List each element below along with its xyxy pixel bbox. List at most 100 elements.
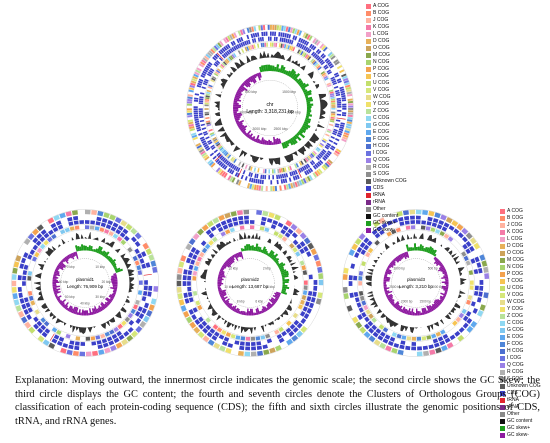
cds-segment-forward xyxy=(113,337,120,344)
cds-segment-reverse xyxy=(334,89,340,93)
cds-segment-forward xyxy=(312,46,317,51)
cog-segment-inner xyxy=(241,163,245,168)
cds-segment-forward xyxy=(448,225,455,231)
gc-skew-negative xyxy=(239,125,245,130)
scale-label: 2500 bp xyxy=(389,285,401,289)
cds-segment-reverse xyxy=(465,248,471,255)
cog-segment-inner xyxy=(221,149,227,154)
cds-segment-reverse xyxy=(213,331,220,337)
gc-skew-negative xyxy=(223,298,230,304)
gc-skew-negative xyxy=(94,306,99,314)
cog-segment-inner xyxy=(75,336,81,341)
cds-segment-reverse xyxy=(100,222,107,228)
cog-segment-outer xyxy=(348,105,354,108)
cds-segment-reverse xyxy=(229,48,234,53)
gc-skew-negative xyxy=(59,299,67,305)
legend-swatch xyxy=(500,426,505,431)
gc-skew-negative xyxy=(74,307,79,315)
cds-segment-reverse xyxy=(247,39,251,45)
cds-segment-forward xyxy=(381,222,388,229)
cds-segment-forward xyxy=(141,251,147,257)
cds-segment-reverse xyxy=(216,152,221,157)
cog-segment-outer xyxy=(379,342,387,350)
cog-segment-inner xyxy=(439,230,445,237)
cds-segment-reverse xyxy=(79,220,84,225)
gc-skew-negative xyxy=(439,295,446,300)
gc-skew-negative xyxy=(385,293,389,297)
legend-swatch xyxy=(500,328,505,333)
gc-skew-negative xyxy=(220,296,225,300)
gc-skew-negative xyxy=(239,251,244,260)
legend-label: Unknown COG xyxy=(373,178,407,184)
cog-segment-inner xyxy=(322,74,327,78)
cds-segment-reverse xyxy=(40,324,47,331)
cds-segment-forward xyxy=(299,241,306,247)
cds-segment-reverse xyxy=(410,220,415,225)
cds-segment-forward xyxy=(438,219,445,226)
gc-skew-negative xyxy=(386,266,390,270)
gc-skew-negative xyxy=(266,307,270,311)
legend-swatch xyxy=(366,130,371,135)
scale-label: 500 bp xyxy=(428,267,438,271)
gc-skew-negative xyxy=(387,296,394,301)
cds-segment-reverse xyxy=(203,132,209,136)
cds-segment-forward xyxy=(226,218,232,224)
cds-segment-forward xyxy=(338,128,344,132)
cog-segment-outer xyxy=(274,214,281,221)
gc-skew-negative xyxy=(239,86,245,92)
cog-segment-inner xyxy=(378,324,385,330)
cds-segment-forward xyxy=(339,86,344,90)
gc-skew-negative xyxy=(278,138,282,144)
cds-segment-forward xyxy=(213,55,218,60)
legend-item: C COG xyxy=(366,115,407,122)
cog-segment-outer xyxy=(115,342,123,349)
cds-segment-reverse xyxy=(270,36,272,41)
cog-segment-outer xyxy=(272,24,275,30)
cog-segment-outer xyxy=(479,254,486,261)
legend-swatch xyxy=(500,433,505,438)
cog-segment-outer xyxy=(336,65,343,70)
gc-skew-positive xyxy=(280,270,289,275)
cds-segment-reverse xyxy=(220,156,225,161)
cds-segment-reverse xyxy=(223,336,230,342)
gc-skew-negative xyxy=(245,79,252,86)
cds-segment-forward xyxy=(303,245,309,252)
legend-label: GC skew+ xyxy=(373,220,397,226)
cog-segment-outer xyxy=(327,51,333,57)
cog-segment-outer xyxy=(217,42,223,48)
gc-skew-negative xyxy=(110,277,118,281)
cds-segment-forward xyxy=(356,246,363,253)
ring-outline-0 xyxy=(176,209,324,357)
cds-segment-forward xyxy=(239,345,245,351)
cog-segment-outer xyxy=(292,28,296,34)
cog-segment-inner xyxy=(117,323,123,330)
gc-skew-negative xyxy=(271,303,275,307)
cds-segment-forward xyxy=(36,233,43,240)
cds-segment-reverse xyxy=(213,149,218,154)
cds-segment-forward xyxy=(72,216,79,221)
gc-skew-negative xyxy=(221,265,227,269)
legend-label: P COG xyxy=(373,66,390,72)
cds-segment-forward xyxy=(341,99,347,102)
cog-segment-inner xyxy=(328,89,334,93)
cog-segment-inner xyxy=(223,61,228,66)
gc-skew-negative xyxy=(243,80,251,88)
cog-segment-inner xyxy=(321,72,326,77)
legend-label: I COG xyxy=(507,355,522,361)
gc-skew-negative xyxy=(234,115,241,120)
cog-segment-inner xyxy=(452,320,458,326)
cog-segment-outer xyxy=(302,32,307,38)
gc-skew-negative xyxy=(435,259,441,265)
cds-segment-forward xyxy=(230,170,235,175)
cds-segment-forward xyxy=(141,308,147,314)
legend-item: tRNA xyxy=(500,397,541,404)
cog-segment-inner xyxy=(112,233,119,239)
cog-segment-inner xyxy=(204,102,209,105)
gc-skew-negative xyxy=(53,290,59,294)
cds-segment-reverse xyxy=(57,224,64,230)
gc-skew-positive xyxy=(109,258,114,263)
gc-skew-negative xyxy=(52,277,57,281)
legend-item: J COG xyxy=(500,222,541,229)
gc-skew-negative xyxy=(436,298,443,304)
